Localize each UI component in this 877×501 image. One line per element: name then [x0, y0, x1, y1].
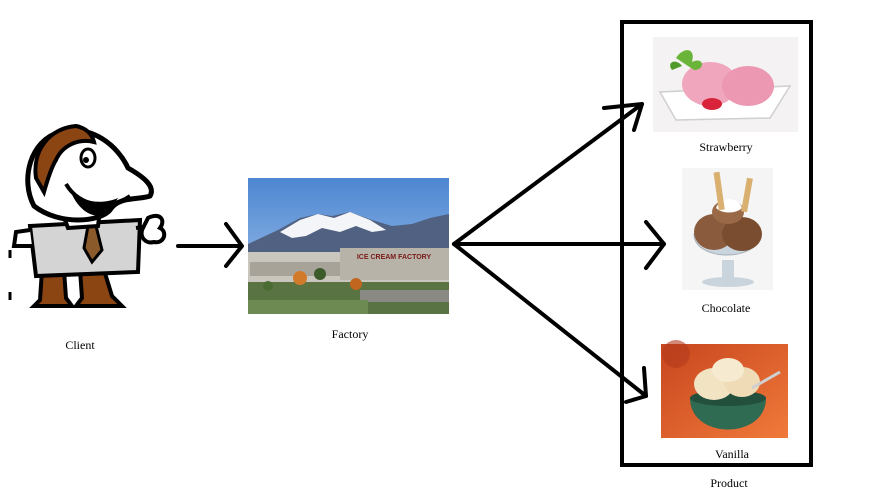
arrow-factory-to-chocolate	[452, 220, 666, 270]
factory-label: Factory	[331, 327, 369, 341]
client-label: Client	[65, 338, 95, 352]
vanilla-label: Vanilla	[715, 447, 749, 461]
client-figure	[8, 123, 167, 308]
arrow-factory-to-vanilla	[452, 242, 648, 404]
product-label: Product	[710, 476, 748, 490]
factory-image: ICE CREAM FACTORY	[248, 178, 449, 314]
chocolate-image	[682, 168, 773, 290]
arrow-client-to-factory	[176, 222, 244, 268]
chocolate-label: Chocolate	[701, 301, 751, 315]
strawberry-image	[653, 37, 798, 132]
arrow-factory-to-strawberry	[452, 102, 644, 246]
factory-sign-text: ICE CREAM FACTORY	[357, 254, 432, 261]
vanilla-image	[661, 340, 788, 438]
strawberry-label: Strawberry	[699, 140, 753, 154]
